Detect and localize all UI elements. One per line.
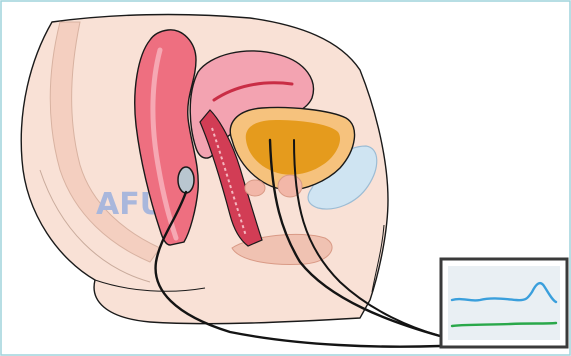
monitor-screen xyxy=(448,266,560,340)
urodynamic-monitor xyxy=(441,259,567,347)
urethral-meatus xyxy=(245,180,265,196)
rectal-probe xyxy=(178,167,194,193)
